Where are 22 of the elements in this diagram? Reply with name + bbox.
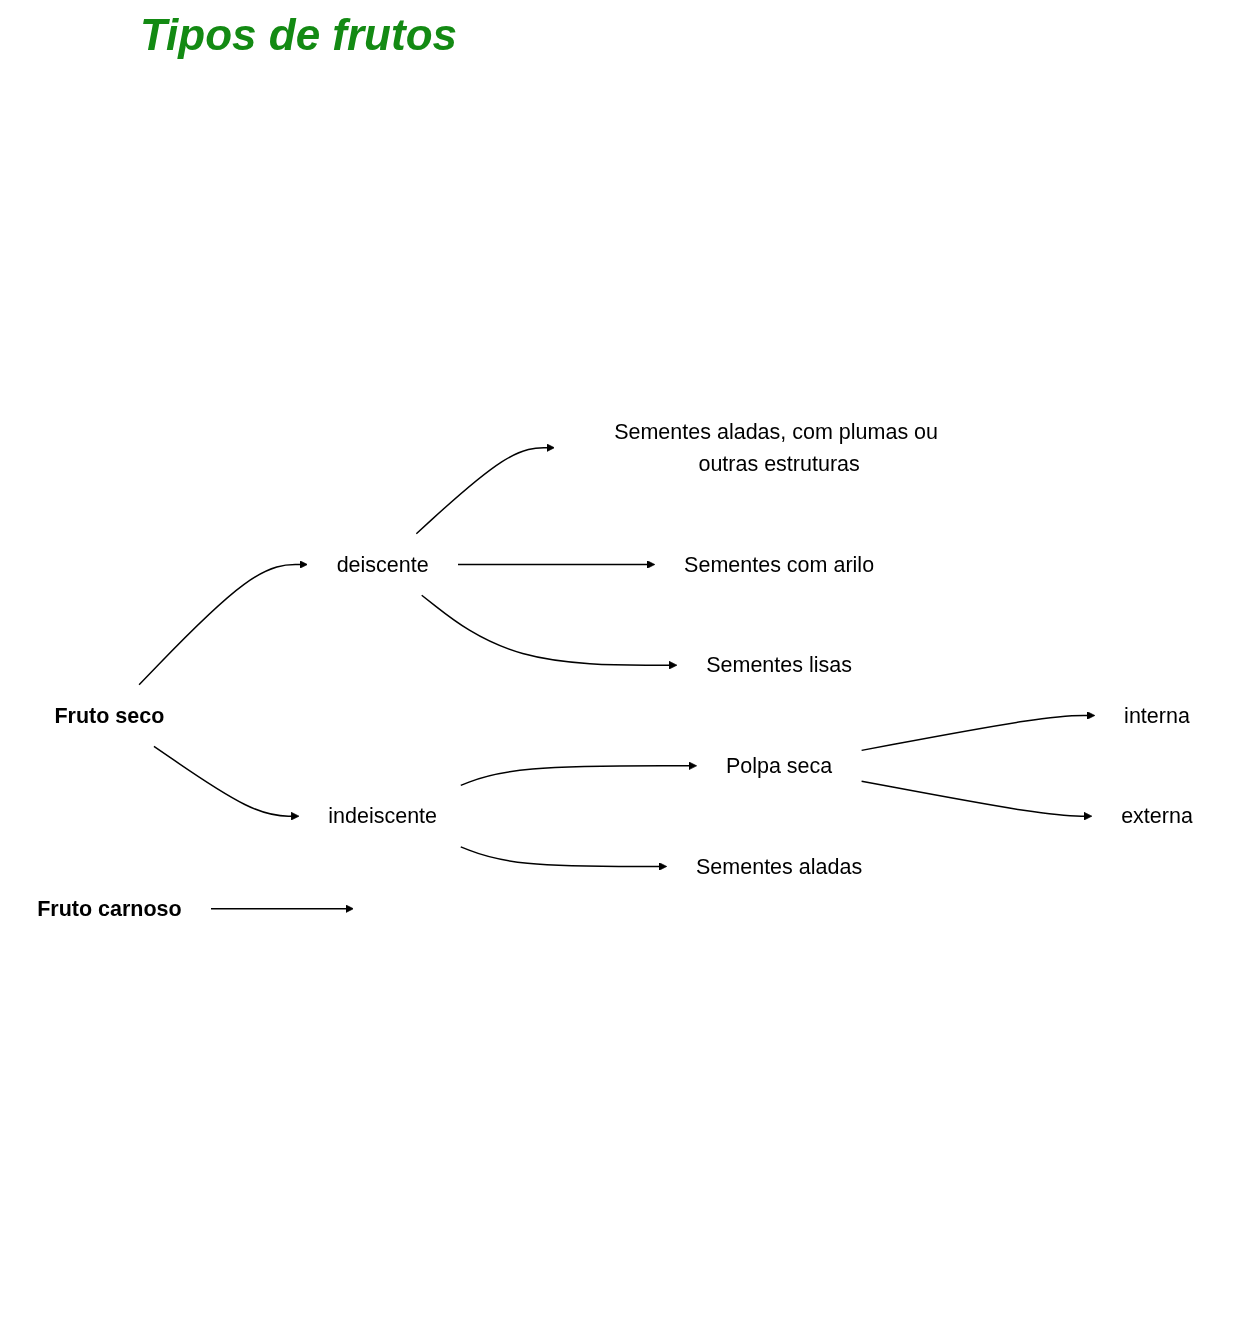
- node-label: Fruto seco: [54, 703, 165, 728]
- node-label: indeiscente: [328, 803, 438, 829]
- arrow: [415, 443, 555, 535]
- node-label: Sementes lisas: [706, 652, 852, 678]
- node-label: externa: [1121, 803, 1193, 829]
- arrow: [460, 846, 668, 871]
- arrow: [421, 594, 678, 670]
- node-label: Sementes aladas, com plumas ou outras estruturas: [614, 419, 939, 476]
- title: Tipos de frutos: [140, 10, 457, 60]
- node-label: Fruto carnoso: [37, 896, 182, 921]
- node-label: Sementes aladas: [696, 854, 863, 879]
- arrow: [860, 780, 1093, 821]
- arrow: [457, 560, 656, 569]
- arrow: [860, 711, 1096, 751]
- node-label: Sementes com arilo: [684, 552, 875, 577]
- node-label: interna: [1124, 703, 1190, 728]
- node-label: deiscente: [336, 552, 429, 577]
- arrow: [210, 904, 354, 913]
- node-label: Polpa seca: [725, 753, 833, 778]
- arrow: [153, 745, 300, 821]
- arrow: [460, 761, 697, 786]
- arrow: [138, 560, 308, 686]
